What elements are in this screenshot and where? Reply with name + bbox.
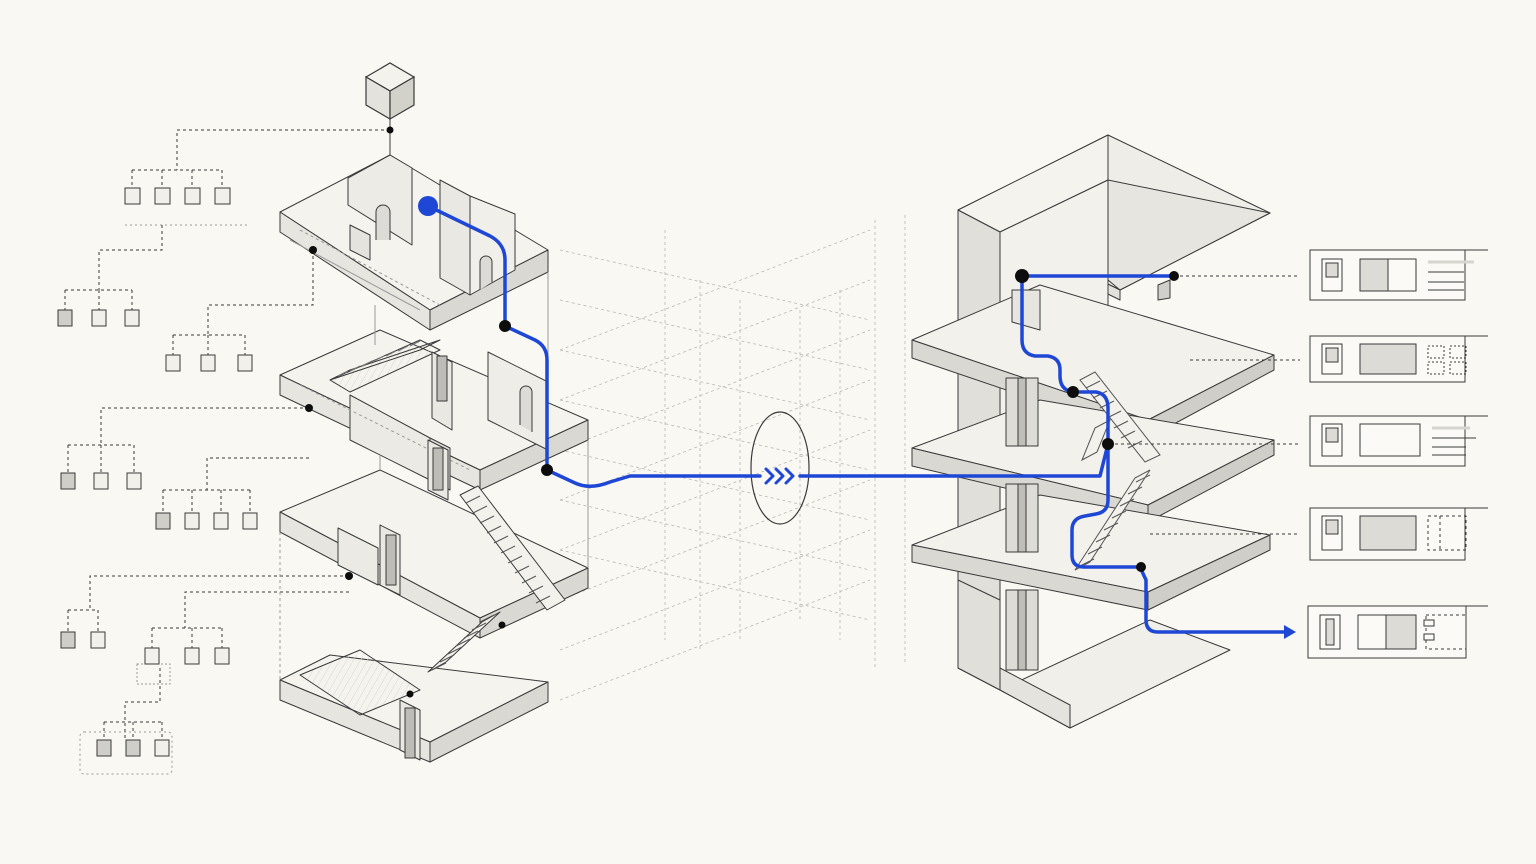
- panel-2: [1309, 335, 1488, 383]
- arrow-right-icon: [1284, 625, 1296, 639]
- path-node: [541, 464, 553, 476]
- panel-4: [1309, 507, 1488, 561]
- path-node: [1169, 271, 1179, 281]
- floor-bottom: [279, 649, 549, 763]
- floor-second: [279, 329, 589, 491]
- perspective-grid: [559, 215, 906, 701]
- exploded-building: [279, 154, 589, 763]
- panel-5: [1307, 605, 1488, 659]
- path-node: [1136, 562, 1146, 572]
- portal-ellipse: [750, 411, 810, 525]
- path-start-node: [418, 196, 438, 216]
- double-chevron-arrow-icon: [764, 467, 795, 485]
- panel-1: [1309, 249, 1488, 301]
- blue-flow-path: [426, 204, 1287, 634]
- floor-third: [279, 439, 589, 639]
- panel-3: [1309, 415, 1488, 467]
- hierarchy-tree: [64, 129, 390, 775]
- cube-node: [386, 126, 394, 134]
- path-node: [1102, 438, 1114, 450]
- tree-leaf-boxes: [57, 187, 258, 757]
- staircase-middle: [329, 339, 566, 611]
- floor-top: [279, 154, 549, 331]
- path-node: [1067, 386, 1079, 398]
- ui-panels: [1115, 249, 1488, 659]
- path-nodes: [418, 196, 1179, 572]
- path-node: [1015, 269, 1029, 283]
- building-anchor-nodes: [305, 246, 506, 698]
- tower-building: [911, 134, 1275, 729]
- path-node: [499, 320, 511, 332]
- cube-icon: [364, 62, 416, 121]
- staircase-bottom: [427, 611, 501, 673]
